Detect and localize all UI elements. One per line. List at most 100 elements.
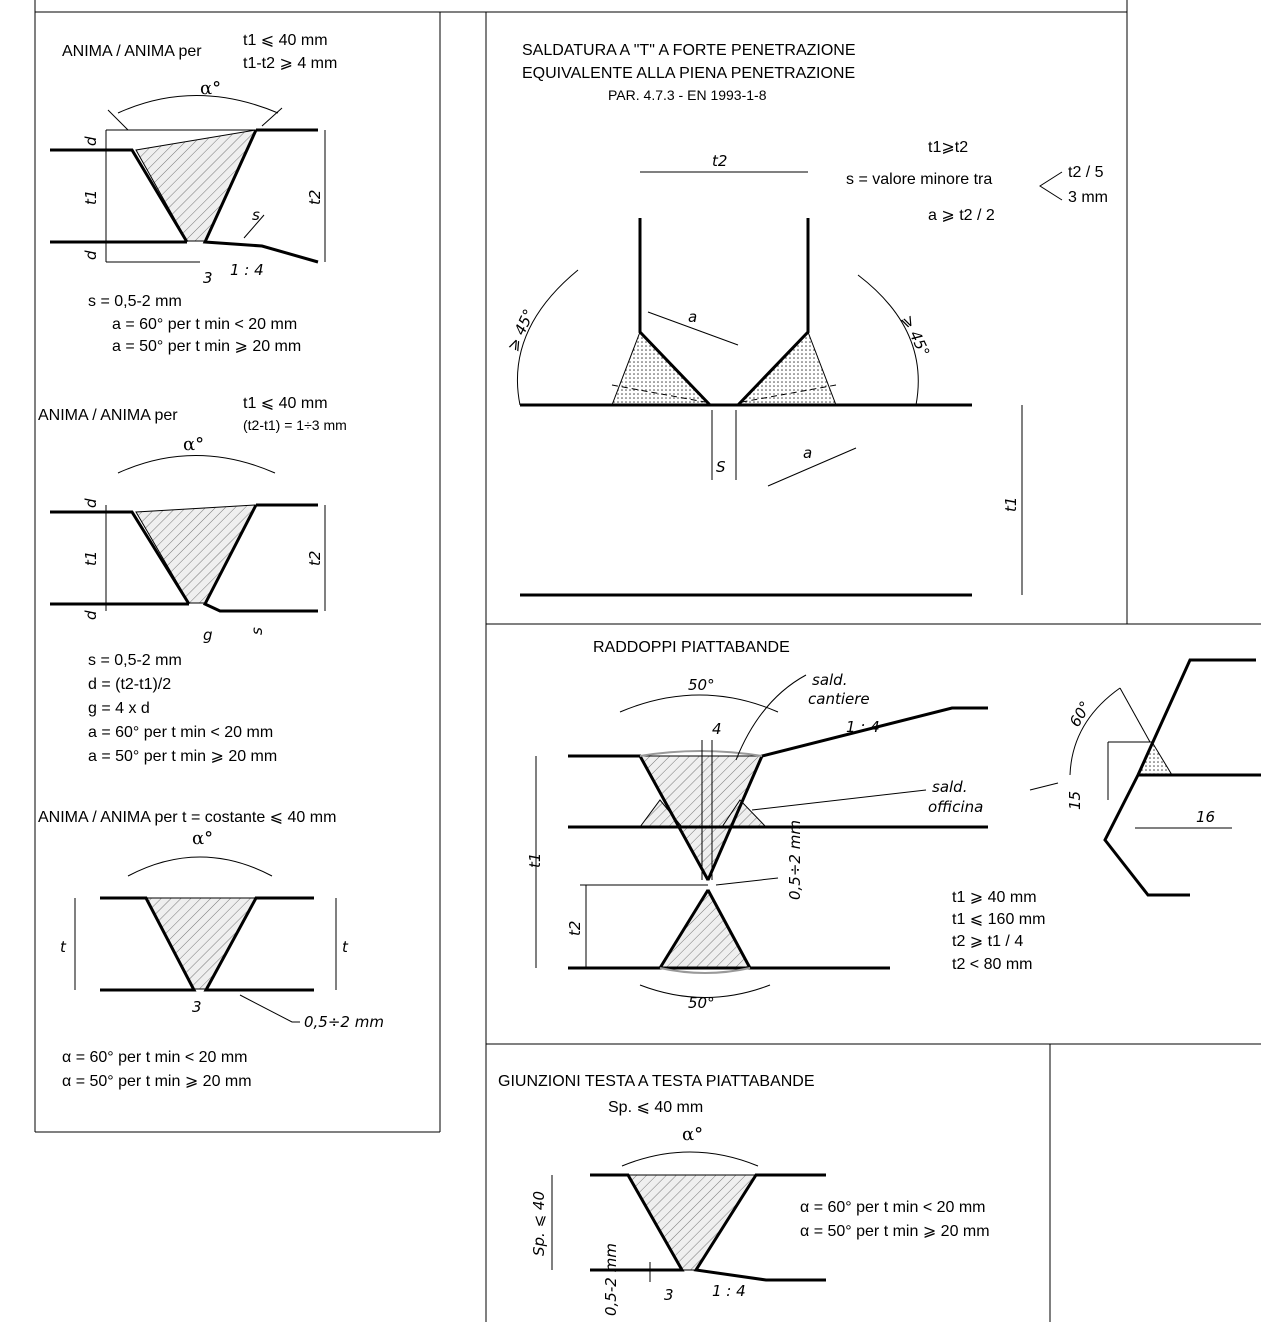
anima2-cond-2: (t2-t1) = 1÷3 mm [243,417,347,433]
raddoppi-note-1: t1 ⩾ 40 mm [952,889,1037,906]
anima1-left-plate [50,148,189,243]
panel-giunzioni: GIUNZIONI TESTA A TESTA PIATTABANDE Sp. … [498,1073,990,1316]
anima2-note-3: g = 4 x d [88,700,150,717]
anima1-angle-arc [117,95,279,114]
raddoppi-leader-shop [751,789,927,811]
anima1-dim-t1: t1 [82,190,100,205]
raddoppi-detail-plate [1103,658,1256,897]
raddoppi-weld-cap [659,967,751,974]
raddoppi-detail-15: 15 [1066,791,1084,810]
panel-anima-1: ANIMA / ANIMA per t1 ⩽ 40 mm t1-t2 ⩾ 4 m… [50,32,337,355]
anima3-left-plate [100,896,197,992]
anima3-dim-gap: 3 [192,998,202,1016]
giunzioni-note-2: α = 50° per t min ⩾ 20 mm [800,1223,990,1240]
tweld-dim-a-line [767,447,857,487]
giunzioni-title: GIUNZIONI TESTA A TESTA PIATTABANDE [498,1073,815,1090]
anima2-dim-s: s [248,627,266,635]
anima2-dim-t2: t2 [306,551,324,566]
anima1-title: ANIMA / ANIMA per [62,43,202,60]
panel-anima-2: ANIMA / ANIMA per t1 ⩽ 40 mm (t2-t1) = 1… [38,395,347,765]
tweld-right-fillet [736,331,837,406]
raddoppi-plate-right [706,706,988,881]
raddoppi-detail-angle-arc [1069,687,1121,776]
raddoppi-dim-t1: t1 [526,853,544,868]
anima1-dim-d: d [82,136,100,146]
anima1-note-3: a = 50° per t min ⩾ 20 mm [112,338,301,355]
anima1-dim-t2: t2 [306,190,324,205]
anima3-dim-t: t [60,938,67,956]
anima3-angle-arc [127,856,273,877]
raddoppi-detail-angle: 60° [1066,698,1095,730]
raddoppi-dim-t2: t2 [566,921,584,936]
anima2-right-plate [202,504,318,613]
anima1-leader [261,107,283,127]
raddoppi-weld-cap [639,750,763,757]
raddoppi-leader-root [715,877,779,886]
anima2-title: ANIMA / ANIMA per [38,407,178,424]
panel-frames [34,0,1261,1322]
panel-t-weld: SALDATURA A "T" A FORTE PENETRAZIONE EQU… [503,42,1108,597]
tweld-web-left [638,218,712,407]
raddoppi-angle-arc-top [619,694,779,713]
tweld-cond-1: t1⩾t2 [928,139,968,156]
giunzioni-angle-label: α° [682,1124,703,1145]
raddoppi-note-3: t2 ⩾ t1 / 4 [952,933,1023,950]
raddoppi-detail: 60° 15 16 [1029,658,1261,897]
raddoppi-dim-root: 0,5÷2 mm [786,820,804,900]
tweld-dashed-guide [611,384,706,403]
raddoppi-plate-lower [706,889,752,969]
tweld-dim-t1: t1 [1002,497,1020,512]
anima2-cond-1: t1 ⩽ 40 mm [243,395,328,412]
giunzioni-dim-sp: Sp. ⩽ 40 [530,1191,548,1256]
tweld-dim-a: a [688,308,697,326]
giunzioni-plate-right [693,1173,826,1282]
tweld-angle-right: ⩾ 45° [898,312,933,359]
tweld-option-1: t2 / 5 [1068,164,1104,181]
giunzioni-slope: 1 : 4 [712,1282,746,1300]
raddoppi-angle-top: 50° [688,676,715,694]
anima2-dim-t1: t1 [82,551,100,566]
tweld-dim-s: S [716,458,726,476]
raddoppi-label-shop: sald. [932,778,967,796]
anima2-dim-g: g [203,626,213,644]
giunzioni-cond: Sp. ⩽ 40 mm [608,1099,703,1116]
tweld-title-3: PAR. 4.7.3 - EN 1993-1-8 [608,87,767,103]
giunzioni-dim-root: 0,5-2 mm [602,1243,620,1316]
anima3-dim-t: t [342,938,349,956]
anima1-cond-2: t1-t2 ⩾ 4 mm [243,55,337,72]
anima2-dim-d: d [82,610,100,620]
anima2-note-2: d = (t2-t1)/2 [88,676,171,693]
raddoppi-leader-site [735,674,807,761]
anima3-angle-label: α° [192,828,213,849]
giunzioni-dim-gap: 3 [664,1286,674,1304]
tweld-cond-3: a ⩾ t2 / 2 [928,207,995,224]
giunzioni-weld-section [627,1174,757,1271]
anima3-leader [239,994,300,1023]
anima1-note-1: s = 0,5-2 mm [88,293,182,310]
giunzioni-note-1: α = 60° per t min < 20 mm [800,1199,986,1216]
anima2-note-5: a = 50° per t min ⩾ 20 mm [88,748,277,765]
tweld-angle-arc-left [516,269,579,406]
raddoppi-angle-arc-bottom [639,984,771,998]
tweld-dim-t2: t2 [712,152,727,170]
raddoppi-detail-arrow [1029,782,1059,791]
anima1-cond-1: t1 ⩽ 40 mm [243,32,328,49]
anima3-title: ANIMA / ANIMA per t = costante ⩽ 40 mm [38,809,336,826]
raddoppi-label-site: cantiere [808,690,870,708]
giunzioni-angle-arc [621,1151,759,1167]
anima2-angle-label: α° [183,434,204,455]
panel-anima-3: ANIMA / ANIMA per t = costante ⩽ 40 mm α… [38,809,384,1090]
tweld-title-2: EQUIVALENTE ALLA PIENA PENETRAZIONE [522,65,855,82]
tweld-title-1: SALDATURA A "T" A FORTE PENETRAZIONE [522,42,856,59]
raddoppi-detail-leader [1119,687,1151,743]
tweld-web-right [736,218,810,407]
anima3-dim-root: 0,5÷2 mm [304,1013,384,1031]
anima1-angle-label: α° [200,78,221,99]
raddoppi-title: RADDOPPI PIATTABANDE [593,639,790,656]
raddoppi-note-4: t2 < 80 mm [952,956,1032,973]
anima1-leader [107,109,129,131]
raddoppi-plate-lower [658,889,710,969]
raddoppi-note-2: t1 ⩽ 160 mm [952,911,1045,928]
raddoppi-slope: 1 : 4 [846,718,880,736]
